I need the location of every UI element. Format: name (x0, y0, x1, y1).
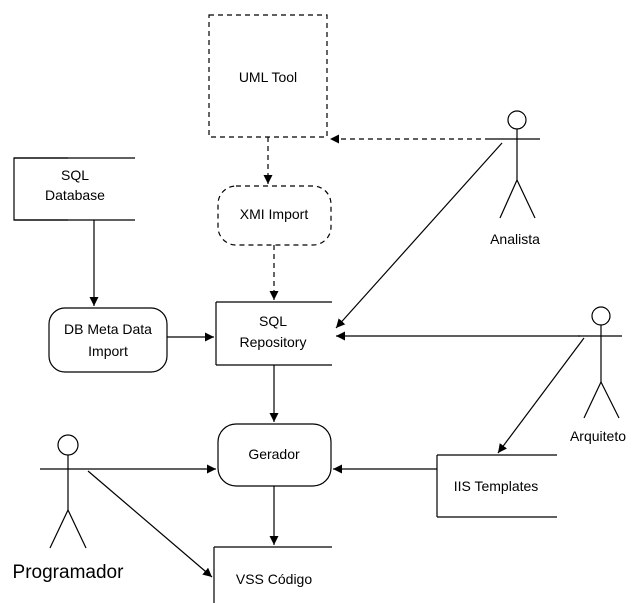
arquiteto-label: Arquiteto (570, 428, 626, 444)
iis-templates-node: IIS Templates (436, 454, 557, 518)
xmi-import-label: XMI Import (240, 206, 309, 222)
db-meta-label-1: DB Meta Data (64, 321, 152, 337)
vss-codigo-label: VSS Código (236, 571, 312, 587)
analista-actor: Analista (490, 110, 540, 247)
sql-database-label-2: Database (45, 187, 105, 203)
db-meta-label-2: Import (88, 343, 128, 359)
uml-tool-node: UML Tool (208, 14, 328, 138)
edge-arquiteto-iis-templates (497, 337, 585, 454)
edge-analista-sql-repository (335, 142, 503, 329)
sql-repository-label-2: Repository (240, 334, 307, 350)
edge-programador-vss-codigo (87, 470, 213, 578)
gerador-node: Gerador (217, 423, 332, 487)
arquiteto-actor: Arquiteto (570, 306, 626, 444)
sql-database-label-1: SQL (61, 167, 89, 183)
gerador-label: Gerador (248, 446, 300, 462)
analista-label: Analista (490, 231, 540, 247)
xmi-import-node: XMI Import (217, 185, 332, 246)
sql-repository-node: SQL Repository (215, 301, 332, 366)
sql-repository-label-1: SQL (259, 313, 287, 329)
db-meta-data-import-node: DB Meta Data Import (48, 307, 168, 373)
vss-codigo-node: VSS Código (213, 546, 332, 603)
iis-templates-label: IIS Templates (454, 478, 539, 494)
sql-database-node: SQL Database (13, 157, 135, 221)
uml-tool-label: UML Tool (239, 69, 297, 85)
programador-label: Programador (13, 562, 125, 583)
programador-actor: Programador (13, 434, 125, 583)
